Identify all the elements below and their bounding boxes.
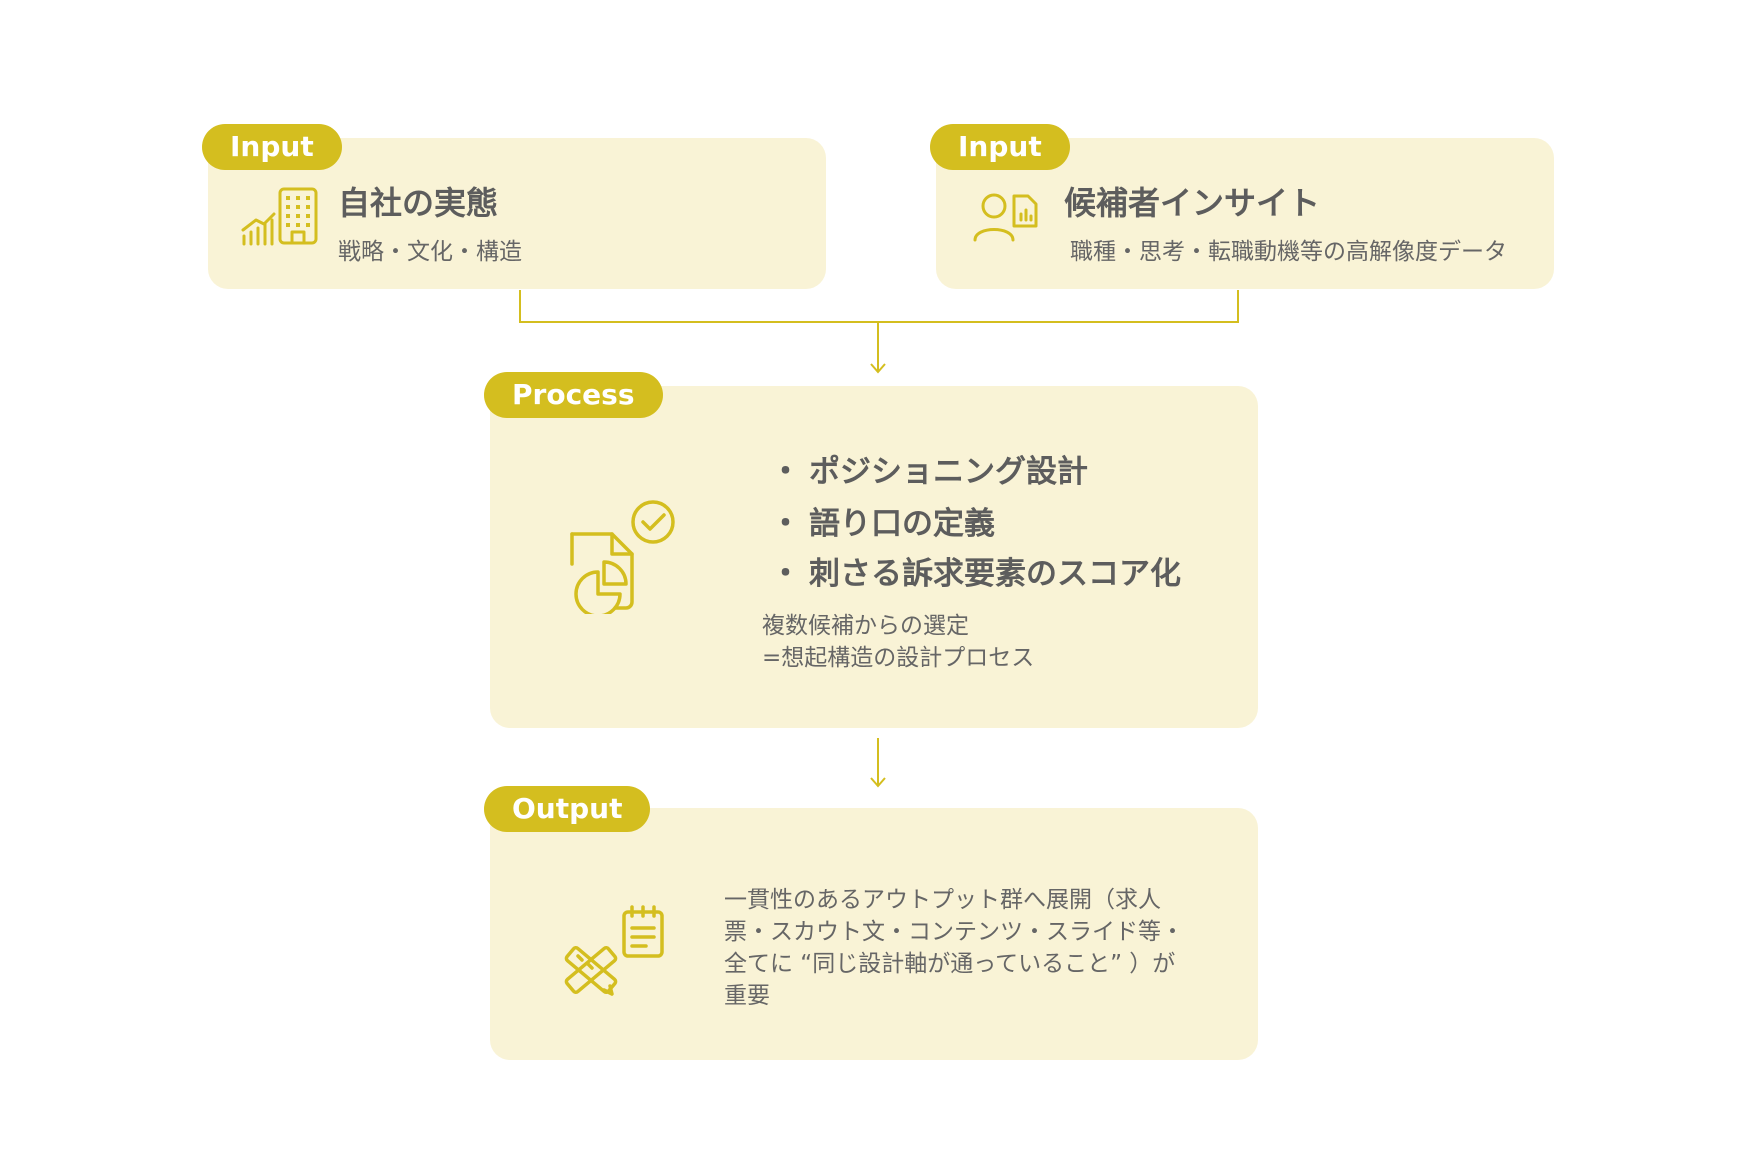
input-title-candidate: 候補者インサイト bbox=[1064, 184, 1321, 222]
process-bullet-text-1: ポジショニング設計 bbox=[809, 454, 1088, 490]
output-desc-line-3: 全てに “同じ設計軸が通っていること” ）が bbox=[724, 951, 1176, 977]
output-desc-line-2: 票・スカウト文・コンテンツ・スライド等・ bbox=[724, 919, 1184, 945]
output-desc-line-4: 重要 bbox=[724, 983, 770, 1009]
arrowhead-to-output bbox=[870, 777, 886, 788]
merge-connector bbox=[519, 290, 1239, 323]
pencil-ruler-notepad-icon bbox=[560, 904, 670, 1000]
process-bullet-text-3: 刺さる訴求要素のスコア化 bbox=[809, 556, 1181, 592]
input-tag-company: Input bbox=[202, 124, 342, 170]
process-bullet-2: ・語り口の定義 bbox=[770, 498, 995, 543]
process-description: 複数候補からの選定 =想起構造の設計プロセス bbox=[762, 610, 1034, 674]
document-chart-check-icon bbox=[558, 500, 678, 618]
input-subtitle-candidate: 職種・思考・転職動機等の高解像度データ bbox=[1070, 239, 1507, 265]
process-desc-line-1: 複数候補からの選定 bbox=[762, 613, 969, 639]
bullet-dot: ・ bbox=[770, 506, 801, 542]
arrowhead-to-process bbox=[870, 363, 886, 374]
process-tag: Process bbox=[484, 372, 663, 418]
process-card bbox=[490, 386, 1258, 728]
output-card bbox=[490, 808, 1258, 1060]
building-chart-icon bbox=[240, 186, 320, 252]
process-bullet-3: ・刺さる訴求要素のスコア化 bbox=[770, 548, 1181, 593]
output-description: 一貫性のあるアウトプット群へ展開（求人 票・スカウト文・コンテンツ・スライド等・… bbox=[724, 884, 1184, 1012]
bullet-dot: ・ bbox=[770, 556, 801, 592]
process-bullet-text-2: 語り口の定義 bbox=[809, 506, 995, 542]
process-bullet-1: ・ポジショニング設計 bbox=[770, 446, 1088, 491]
person-report-icon bbox=[972, 192, 1038, 248]
input-subtitle-company: 戦略・文化・構造 bbox=[338, 239, 522, 265]
input-tag-candidate: Input bbox=[930, 124, 1070, 170]
output-tag: Output bbox=[484, 786, 651, 832]
output-desc-line-1: 一貫性のあるアウトプット群へ展開（求人 bbox=[724, 887, 1161, 913]
bullet-dot: ・ bbox=[770, 454, 801, 490]
process-desc-line-2: =想起構造の設計プロセス bbox=[762, 645, 1035, 671]
input-title-company: 自社の実態 bbox=[338, 184, 499, 222]
